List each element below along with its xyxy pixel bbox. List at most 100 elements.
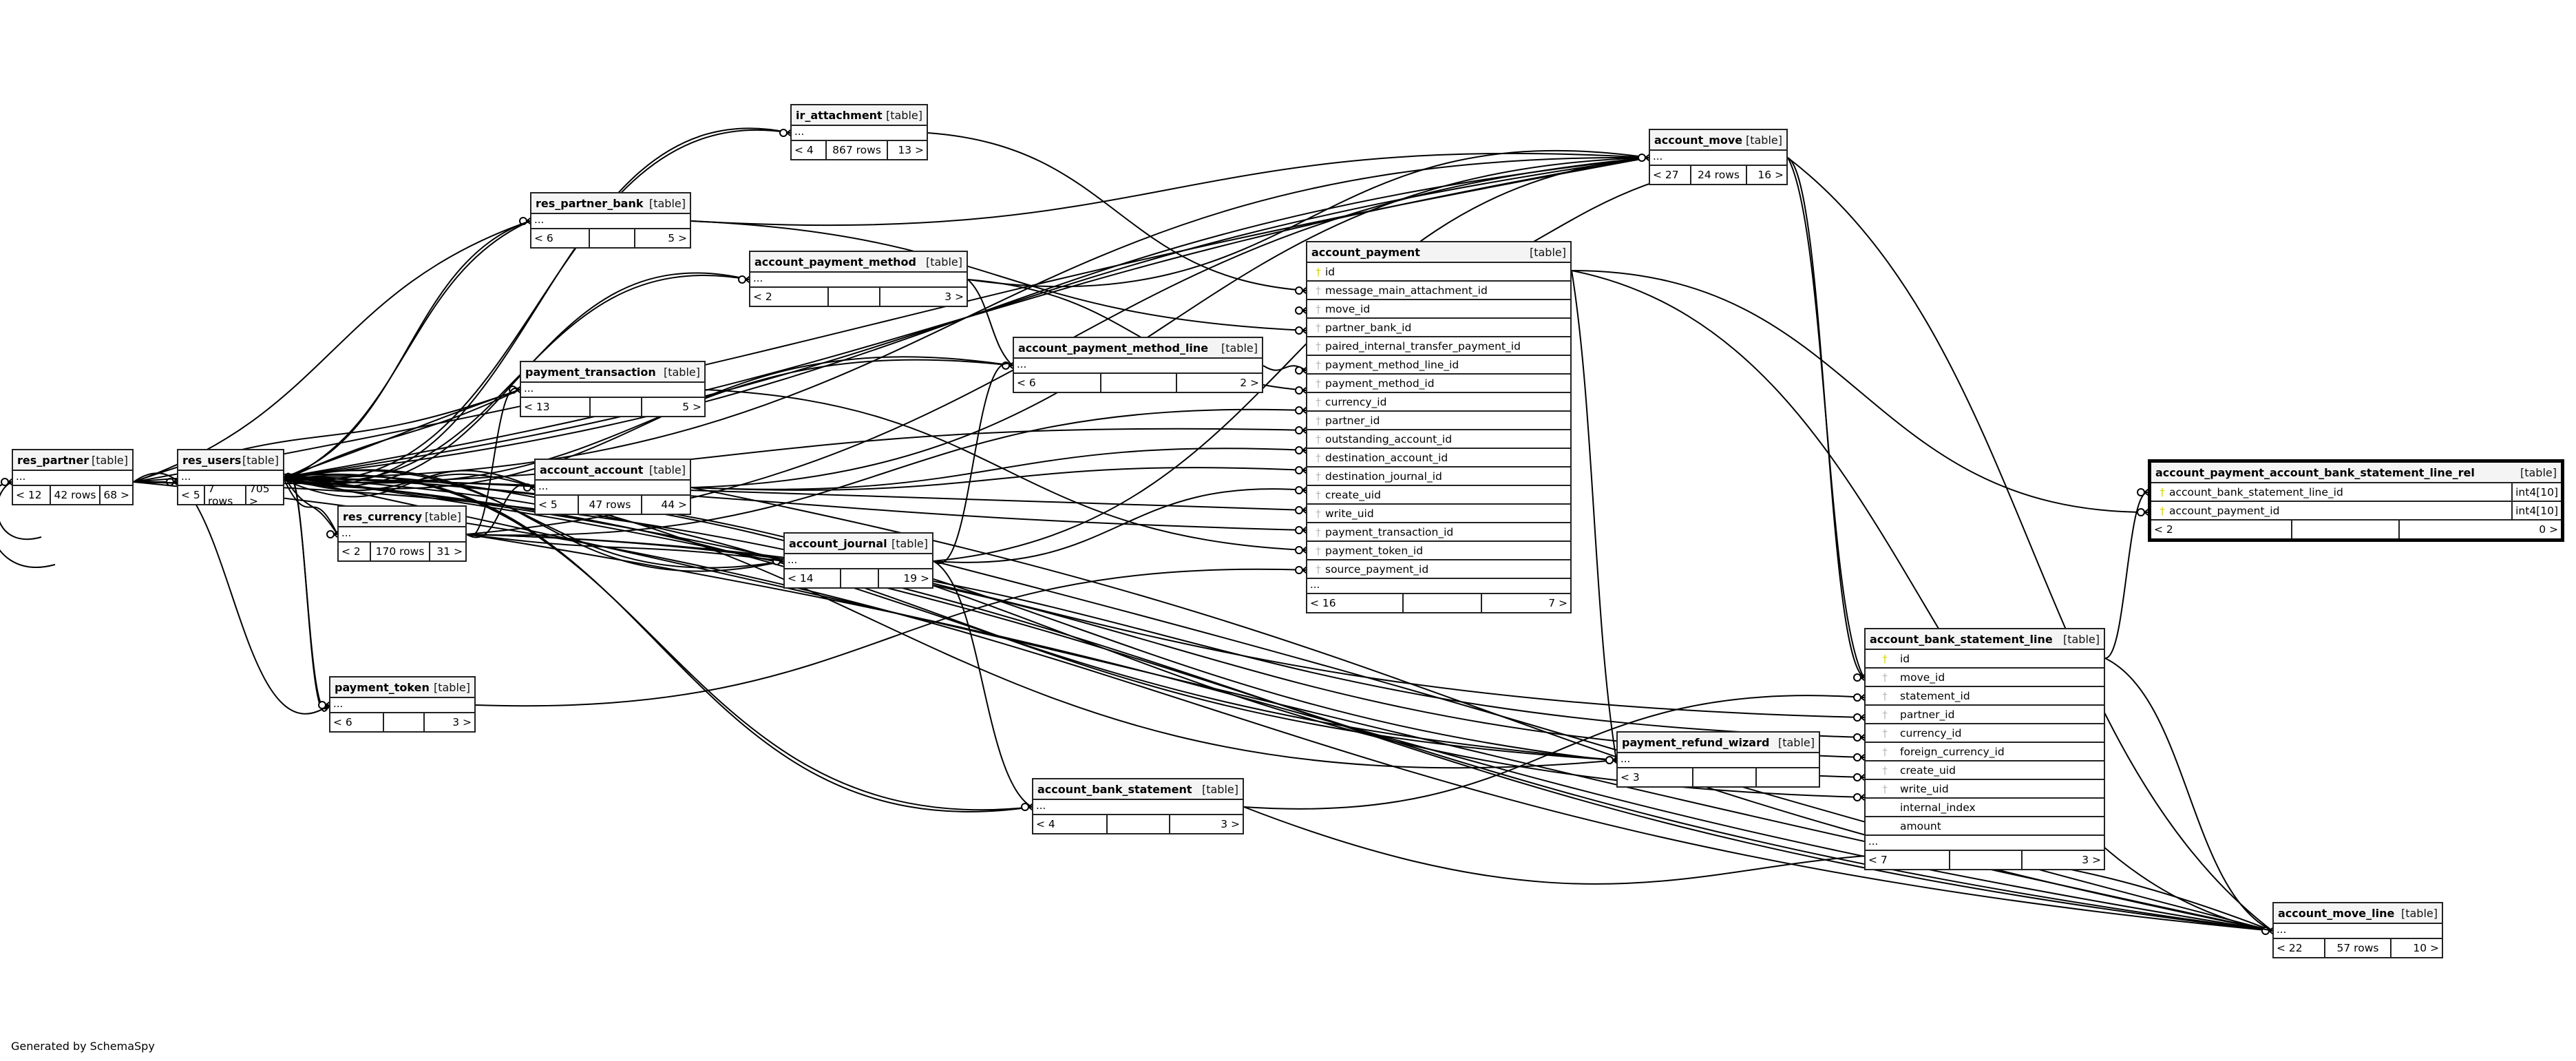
column-row[interactable]: †source_payment_id	[1307, 560, 1570, 579]
column-row[interactable]: †internal_index	[1866, 799, 2104, 817]
column-row[interactable]: †move_id	[1307, 300, 1570, 319]
column-row[interactable]: †create_uid	[1866, 761, 2104, 780]
parents-count[interactable]: < 16	[1307, 594, 1404, 612]
parents-count[interactable]: < 4	[1033, 815, 1108, 833]
children-count[interactable]: 3 >	[452, 716, 472, 728]
column-name: move_id	[1325, 302, 1371, 315]
parents-count[interactable]: < 13	[521, 398, 591, 416]
parents-count[interactable]: < 4	[792, 141, 827, 159]
children-count[interactable]: 13 >	[898, 144, 924, 156]
table-payment-refund-wizard[interactable]: payment_refund_wizard[table] ... < 3	[1616, 731, 1820, 788]
parents-count[interactable]: < 6	[1014, 374, 1101, 392]
relationship-edge	[0, 481, 56, 568]
parents-count[interactable]: < 6	[531, 229, 590, 247]
relationship-edge	[1571, 270, 2149, 513]
table-kind: [table]	[91, 453, 128, 467]
table-account-payment[interactable]: account_payment[table] †id†message_main_…	[1306, 241, 1572, 613]
children-count[interactable]: 0 >	[2539, 523, 2558, 536]
children-count[interactable]: 31 >	[436, 545, 463, 558]
children-count[interactable]: 5 >	[668, 232, 687, 244]
column-row[interactable]: †destination_journal_id	[1307, 468, 1570, 486]
parents-count[interactable]: < 7	[1866, 851, 1950, 869]
column-name: currency_id	[1325, 395, 1387, 408]
column-row[interactable]: †outstanding_account_id	[1307, 430, 1570, 449]
column-row[interactable]: †write_uid	[1866, 780, 2104, 799]
column-row[interactable]: †move_id	[1866, 669, 2104, 687]
column-row[interactable]: †payment_transaction_id	[1307, 523, 1570, 542]
relationship-edge	[2104, 492, 2149, 659]
primary-key-icon: †	[2160, 485, 2165, 498]
parents-count[interactable]: < 22	[2274, 939, 2325, 957]
parents-count[interactable]: < 3	[1618, 768, 1693, 786]
children-count[interactable]: 3 >	[944, 291, 964, 303]
column-name: create_uid	[1325, 488, 1381, 501]
table-account-bank-statement-line[interactable]: account_bank_statement_line[table] †id†m…	[1864, 628, 2105, 870]
children-count[interactable]: 7 >	[1548, 597, 1567, 609]
column-row[interactable]: †amount	[1866, 817, 2104, 836]
parents-count[interactable]: < 2	[2151, 521, 2292, 538]
table-name: payment_token	[335, 680, 430, 694]
children-count[interactable]: 10 >	[2413, 942, 2439, 954]
foreign-key-icon: †	[1316, 358, 1321, 371]
parents-count[interactable]: < 2	[339, 543, 371, 560]
columns-ellipsis: ...	[330, 698, 474, 713]
children-count[interactable]: 44 >	[661, 498, 687, 511]
children-count[interactable]: 16 >	[1757, 169, 1784, 181]
table-name: res_partner_bank	[536, 196, 644, 210]
column-row[interactable]: †payment_token_id	[1307, 542, 1570, 560]
children-count[interactable]: 5 >	[682, 401, 701, 413]
children-count[interactable]: 3 >	[1221, 818, 1240, 830]
column-row[interactable]: †currency_id	[1866, 724, 2104, 743]
column-row[interactable]: †id	[1866, 650, 2104, 669]
table-name: payment_refund_wizard	[1622, 735, 1770, 749]
column-row[interactable]: †currency_id	[1307, 393, 1570, 412]
parents-count[interactable]: < 12	[13, 486, 51, 504]
foreign-key-icon: †	[1316, 432, 1321, 445]
parents-count[interactable]: < 14	[785, 569, 841, 587]
parents-count[interactable]: < 5	[536, 496, 579, 514]
children-count[interactable]: 2 >	[1240, 377, 1259, 389]
column-row[interactable]: †partner_id	[1866, 706, 2104, 724]
children-count[interactable]: 68 >	[103, 489, 129, 501]
children-count[interactable]	[1757, 768, 1819, 786]
children-count[interactable]: 705 >	[249, 483, 270, 507]
column-row[interactable]: †create_uid	[1307, 486, 1570, 505]
row-count	[1693, 768, 1757, 786]
parents-count[interactable]: < 2	[750, 288, 829, 306]
column-row[interactable]: †destination_account_id	[1307, 449, 1570, 468]
column-row[interactable]: †partner_bank_id	[1307, 319, 1570, 337]
column-row[interactable]: †paired_internal_transfer_payment_id	[1307, 337, 1570, 356]
table-kind: [table]	[1201, 782, 1238, 796]
column-name: write_uid	[1325, 507, 1374, 520]
column-row[interactable]: †payment_method_id	[1307, 375, 1570, 393]
column-row[interactable]: †partner_id	[1307, 412, 1570, 430]
table-account-payment-account-bank-statement-line-rel[interactable]: account_payment_account_bank_statement_l…	[2148, 459, 2564, 542]
parents-count[interactable]: < 5	[178, 486, 205, 504]
column-row[interactable]: †payment_method_line_id	[1307, 356, 1570, 375]
parents-count[interactable]: < 6	[330, 713, 384, 731]
column-row[interactable]: †message_main_attachment_id	[1307, 282, 1570, 300]
column-row[interactable]: †foreign_currency_id	[1866, 743, 2104, 761]
children-count[interactable]: 19 >	[903, 572, 929, 585]
children-count[interactable]: 3 >	[2082, 854, 2101, 866]
column-row[interactable]: †statement_id	[1866, 687, 2104, 706]
parents-count[interactable]: < 27	[1650, 166, 1691, 184]
table-account-payment-method-line[interactable]: account_payment_method_line[table] ... <…	[1013, 337, 1263, 393]
column-row[interactable]: †id	[1307, 263, 1570, 282]
column-row[interactable]: †write_uid	[1307, 505, 1570, 523]
